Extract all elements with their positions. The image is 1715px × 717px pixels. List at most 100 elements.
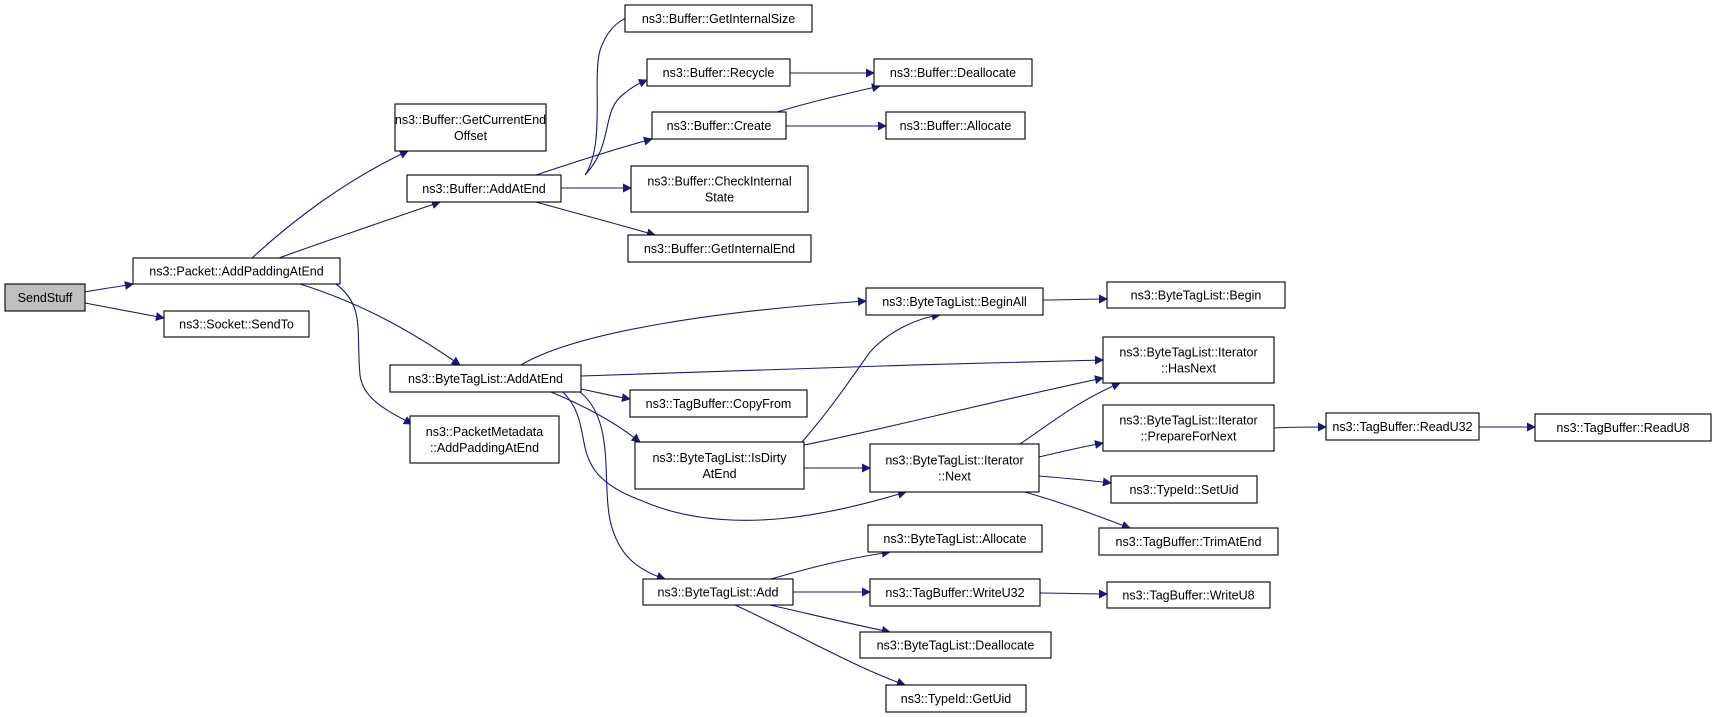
node-box (4, 283, 86, 312)
node-label: SendStuff (18, 291, 73, 305)
node-buffer_deallocate[interactable]: ns3::Buffer::Deallocate (873, 58, 1033, 87)
edge-bytetaglist_isdirtyatend-to-iterator_hasnext (803, 375, 1104, 446)
node-label: ns3::Buffer::AddAtEnd (422, 182, 546, 196)
edge-bytetaglist_add-to-bytetaglist_allocate (770, 548, 891, 580)
edge-sendstuff-to-packet_addpadding (84, 281, 134, 293)
edge-packet_addpadding-to-buffer_addatend (278, 200, 441, 259)
node-packet_addpadding[interactable]: ns3::Packet::AddPaddingAtEnd (132, 257, 341, 285)
node-label: ns3::ByteTagList::Iterator (885, 454, 1023, 468)
node-label: ns3::ByteTagList::Allocate (883, 532, 1026, 546)
edge-bytetaglist_addatend-to-bytetaglist_add (579, 391, 666, 581)
edge-buffer_addatend-to-buffer_create (535, 136, 653, 176)
node-iterator_hasnext[interactable]: ns3::ByteTagList::Iterator::HasNext (1102, 336, 1275, 384)
node-box (867, 524, 1043, 553)
node-box (1106, 281, 1286, 309)
node-box (1325, 412, 1480, 441)
node-label: ::AddPaddingAtEnd (430, 441, 539, 455)
edge-tagbuffer_writeu32-to-tagbuffer_writeu8 (1039, 589, 1108, 599)
node-bytetaglist_deallocate[interactable]: ns3::ByteTagList::Deallocate (859, 631, 1052, 659)
node-tagbuffer_writeu32[interactable]: ns3::TagBuffer::WriteU32 (869, 578, 1041, 607)
edge-iterator_next-to-typeid_setuid (1038, 475, 1112, 487)
node-tagbuffer_readu32[interactable]: ns3::TagBuffer::ReadU32 (1325, 412, 1480, 441)
node-box (869, 578, 1041, 607)
node-tagbuffer_readu8[interactable]: ns3::TagBuffer::ReadU8 (1534, 413, 1712, 442)
node-box (1102, 404, 1275, 452)
node-box (630, 165, 809, 213)
node-iterator_preparefornext[interactable]: ns3::ByteTagList::Iterator::PrepareForNe… (1102, 404, 1275, 452)
node-typeid_getuid[interactable]: ns3::TypeId::GetUid (885, 684, 1027, 713)
node-box (651, 111, 787, 140)
node-bytetaglist_allocate[interactable]: ns3::ByteTagList::Allocate (867, 524, 1043, 553)
node-iterator_next[interactable]: ns3::ByteTagList::Iterator::Next (869, 443, 1040, 493)
node-buffer_create[interactable]: ns3::Buffer::Create (651, 111, 787, 140)
node-box (406, 174, 562, 203)
node-label: ns3::Buffer::GetInternalEnd (644, 242, 795, 256)
node-label: ns3::Buffer::Recycle (663, 66, 775, 80)
node-tagbuffer_copyfrom[interactable]: ns3::TagBuffer::CopyFrom (629, 389, 808, 418)
node-box (1102, 336, 1275, 384)
node-box (642, 578, 794, 606)
node-label: ns3::ByteTagList::BeginAll (882, 295, 1027, 309)
node-label: ns3::ByteTagList::Begin (1131, 289, 1262, 303)
node-socket_sendto[interactable]: ns3::Socket::SendTo (163, 310, 310, 338)
node-box (389, 364, 582, 393)
node-label: ns3::TagBuffer::ReadU32 (1332, 420, 1472, 434)
node-box (627, 234, 812, 263)
node-box (132, 257, 341, 285)
node-bytetaglist_addatend[interactable]: ns3::ByteTagList::AddAtEnd (389, 364, 582, 393)
node-typeid_setuid[interactable]: ns3::TypeId::SetUid (1110, 475, 1258, 504)
node-sendstuff[interactable]: SendStuff (4, 283, 86, 312)
node-buffer_getinternalend[interactable]: ns3::Buffer::GetInternalEnd (627, 234, 812, 263)
node-label: ns3::TypeId::GetUid (901, 692, 1012, 706)
node-label: ::HasNext (1161, 362, 1216, 376)
edge-iterator_next-to-iterator_hasnext (1019, 382, 1121, 445)
node-buffer_addatend[interactable]: ns3::Buffer::AddAtEnd (406, 174, 562, 203)
node-box (634, 441, 805, 490)
edge-bytetaglist_beginall-to-bytetaglist_begin (1042, 294, 1108, 304)
node-box (629, 389, 808, 418)
node-label: ns3::ByteTagList::Iterator (1119, 414, 1257, 428)
node-box (869, 443, 1040, 493)
node-buffer_recycle[interactable]: ns3::Buffer::Recycle (646, 58, 791, 87)
node-label: ns3::ByteTagList::Deallocate (877, 639, 1035, 653)
node-label: ns3::PacketMetadata (426, 425, 543, 439)
node-label: ns3::ByteTagList::AddAtEnd (408, 372, 563, 386)
node-box (1106, 581, 1271, 609)
node-box (859, 631, 1052, 659)
node-tagbuffer_trimatend[interactable]: ns3::TagBuffer::TrimAtEnd (1098, 527, 1279, 556)
node-label: ns3::Buffer::Allocate (900, 119, 1012, 133)
edge-iterator_next-to-iterator_preparefornext (1038, 440, 1104, 458)
node-label: ns3::Packet::AddPaddingAtEnd (149, 265, 323, 279)
node-label: ns3::ByteTagList::IsDirty (652, 451, 787, 465)
node-box (873, 58, 1033, 87)
node-label: ::PrepareForNext (1141, 430, 1237, 444)
node-label: ns3::ByteTagList::Add (658, 586, 779, 600)
edge-packet_addpadding-to-bytetaglist_addatend (299, 283, 461, 366)
edge-bytetaglist_add-to-typeid_getuid (734, 604, 906, 687)
node-buffer_allocate[interactable]: ns3::Buffer::Allocate (885, 111, 1026, 140)
node-buffer_getinternalsize[interactable]: ns3::Buffer::GetInternalSize (624, 4, 813, 33)
edge-buffer_addatend-to-buffer_getinternalend (535, 201, 656, 238)
node-bytetaglist_beginall[interactable]: ns3::ByteTagList::BeginAll (865, 287, 1044, 316)
node-label: ns3::Socket::SendTo (179, 318, 294, 332)
node-tagbuffer_writeu8[interactable]: ns3::TagBuffer::WriteU8 (1106, 581, 1271, 609)
node-box (1098, 527, 1279, 556)
node-box (865, 287, 1044, 316)
node-label: ns3::TagBuffer::WriteU32 (885, 586, 1024, 600)
edge-iterator_preparefornext-to-tagbuffer_readu32 (1273, 422, 1327, 432)
node-packetmetadata_addpadding[interactable]: ns3::PacketMetadata::AddPaddingAtEnd (409, 415, 560, 464)
node-box (1110, 475, 1258, 504)
node-box (394, 103, 547, 152)
node-label: ns3::TagBuffer::WriteU8 (1122, 589, 1254, 603)
node-box (885, 111, 1026, 140)
node-bytetaglist_add[interactable]: ns3::ByteTagList::Add (642, 578, 794, 606)
node-bytetaglist_begin[interactable]: ns3::ByteTagList::Begin (1106, 281, 1286, 309)
node-label: ns3::Buffer::Deallocate (890, 66, 1016, 80)
edge-bytetaglist_addatend-to-iterator_next (562, 391, 907, 521)
node-label: ns3::Buffer::Create (667, 119, 772, 133)
edge-iterator_next-to-tagbuffer_trimatend (1024, 491, 1131, 530)
